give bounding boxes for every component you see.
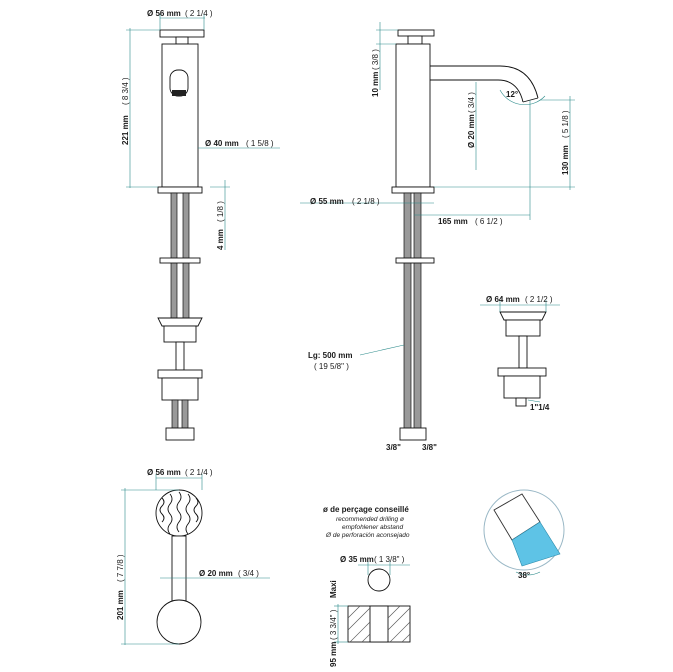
side-conn-left: 3/8" bbox=[386, 443, 401, 452]
side-spout-top bbox=[430, 65, 539, 99]
front-fixing-plate bbox=[159, 257, 201, 264]
spray-circle bbox=[483, 489, 565, 571]
top-view bbox=[121, 474, 270, 645]
front-drain-rod bbox=[175, 341, 185, 371]
drain-view bbox=[480, 300, 560, 407]
side-hose-left bbox=[403, 192, 412, 439]
drain-cap bbox=[499, 311, 547, 321]
front-drain-cap bbox=[157, 317, 203, 327]
front-body-dia-in: ( 1 5/8 ) bbox=[246, 139, 274, 148]
front-handle-stem bbox=[175, 36, 189, 45]
front-drain-nut bbox=[157, 369, 203, 379]
drill-max-thick-in: ( 3 3/4" ) bbox=[329, 609, 338, 640]
front-hose-lower-right bbox=[181, 399, 189, 429]
side-hose-len: Lg: 500 mm bbox=[308, 351, 352, 360]
side-hose-len-in: ( 19 5/8" ) bbox=[314, 362, 349, 371]
drill-hole-circle bbox=[367, 568, 391, 592]
side-body bbox=[395, 43, 431, 188]
side-handle-h-in: ( 3/8 ) bbox=[371, 49, 380, 70]
drain-dia: Ø 64 mm bbox=[486, 295, 520, 304]
front-thickness-in: ( 1/8 ) bbox=[216, 201, 225, 222]
spray-view bbox=[483, 489, 565, 576]
front-drain-body bbox=[163, 325, 197, 343]
drain-body bbox=[505, 319, 541, 337]
front-aerator bbox=[172, 90, 186, 96]
top-spout-dia-in: ( 3/4 ) bbox=[238, 569, 259, 578]
drain-thread: 1"1/4 bbox=[530, 403, 550, 412]
drill-hole-dia: Ø 35 mm bbox=[340, 555, 374, 564]
side-spout-h: 130 mm bbox=[561, 145, 570, 175]
side-handle-stem bbox=[407, 35, 423, 45]
side-base-dia-in: ( 2 1/8 ) bbox=[352, 197, 380, 206]
drill-hole-dia-in: ( 1 3/8" ) bbox=[374, 555, 405, 564]
top-dia-in: ( 2 1/4 ) bbox=[185, 468, 213, 477]
drain-rod bbox=[518, 335, 528, 369]
drill-de: empfohlener abstand bbox=[342, 524, 403, 531]
drill-hatch bbox=[347, 605, 411, 643]
drilling-view bbox=[334, 561, 411, 644]
drill-en: recommended drilling ø bbox=[336, 516, 404, 523]
side-view bbox=[300, 22, 575, 441]
drain-trap bbox=[503, 375, 541, 399]
side-spout-h-in: ( 5 1/8 ) bbox=[561, 110, 570, 138]
top-base bbox=[156, 599, 202, 645]
drill-es: Ø de perforación aconsejado bbox=[325, 532, 410, 539]
drain-outlet bbox=[515, 397, 527, 407]
side-spout-dia: Ø 20 mm bbox=[467, 114, 476, 148]
side-handle-h: 10 mm bbox=[371, 72, 380, 97]
front-thickness: 4 mm bbox=[216, 229, 225, 250]
front-base bbox=[157, 186, 203, 194]
top-spout-dia: Ø 20 mm bbox=[199, 569, 233, 578]
side-handle-top bbox=[397, 29, 435, 37]
front-view bbox=[126, 14, 280, 441]
front-height-in: ( 8 3/4 ) bbox=[121, 77, 130, 105]
front-hose-lower-left bbox=[171, 399, 179, 429]
front-body bbox=[161, 43, 199, 188]
drain-dia-in: ( 2 1/2 ) bbox=[525, 295, 553, 304]
side-spout-bottom bbox=[430, 79, 524, 103]
front-top-dia: Ø 56 mm bbox=[147, 9, 181, 18]
front-body-dia: Ø 40 mm bbox=[205, 139, 239, 148]
drill-title: ø de perçage conseillé bbox=[323, 505, 409, 514]
spray-jet bbox=[511, 521, 561, 567]
side-hose-right bbox=[413, 192, 422, 439]
spray-angle: 38° bbox=[518, 571, 530, 580]
drill-max-thick: 95 mm bbox=[329, 642, 338, 667]
side-angle: 12° bbox=[506, 90, 518, 99]
front-handle-top bbox=[159, 29, 205, 38]
front-drain-trap bbox=[161, 377, 199, 401]
side-connectors bbox=[399, 427, 427, 441]
side-base bbox=[391, 186, 435, 194]
front-height: 221 mm bbox=[121, 115, 130, 145]
front-top-dia-in: ( 2 1/4 ) bbox=[185, 9, 213, 18]
top-handle-knurl bbox=[159, 491, 199, 535]
side-spout-dia-in: ( 3/4 ) bbox=[467, 92, 476, 113]
side-base-dia: Ø 55 mm bbox=[310, 197, 344, 206]
top-dia: Ø 56 mm bbox=[147, 468, 181, 477]
side-conn-right: 3/8" bbox=[422, 443, 437, 452]
front-connectors bbox=[165, 427, 195, 441]
top-length: 201 mm bbox=[116, 590, 125, 620]
front-hose-right bbox=[182, 192, 190, 319]
side-reach: 165 mm bbox=[438, 217, 468, 226]
drain-nut bbox=[497, 367, 547, 377]
drill-maxi: Maxi bbox=[329, 580, 338, 598]
front-hose-left bbox=[170, 192, 178, 319]
top-length-in: ( 7 7/8 ) bbox=[116, 554, 125, 582]
side-fixing-plate bbox=[395, 257, 435, 264]
side-reach-in: ( 6 1/2 ) bbox=[475, 217, 503, 226]
